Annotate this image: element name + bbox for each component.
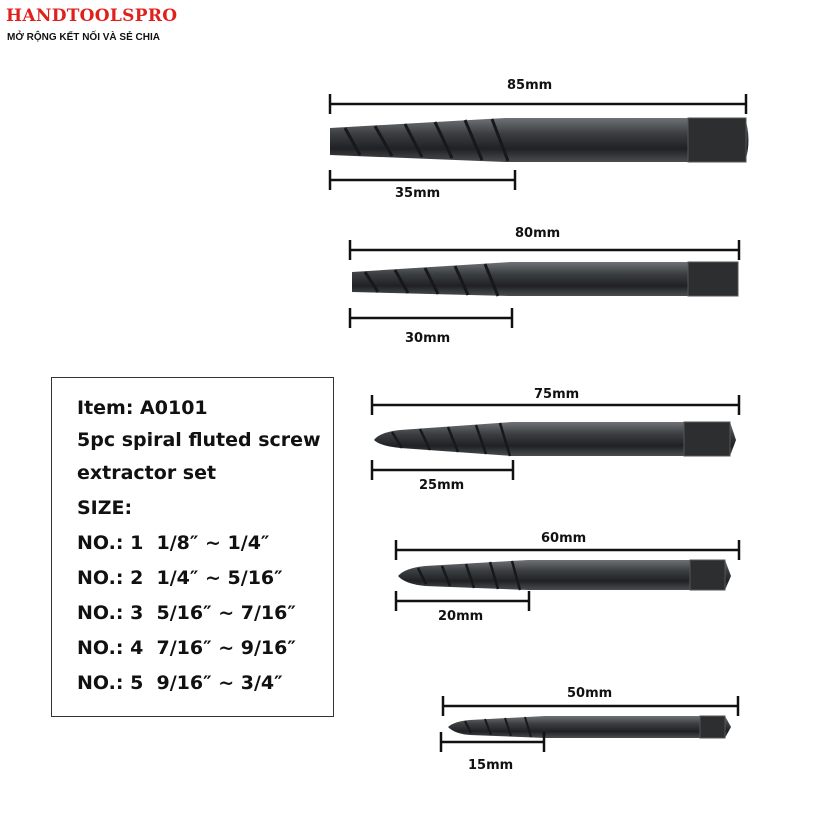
length-label-no4: 80mm (515, 226, 561, 241)
size-row-5: NO.: 5 9/16″ ~ 3/4″ (77, 672, 283, 694)
extractor-no3 (370, 395, 741, 480)
extractor-no1 (439, 696, 740, 752)
size-heading: SIZE: (77, 497, 133, 519)
description-line-2: extractor set (77, 462, 217, 484)
length-label-no3: 75mm (534, 387, 580, 402)
size-row-3: NO.: 3 5/16″ ~ 7/16″ (77, 602, 296, 624)
extractor-no5 (328, 94, 749, 190)
extractor-no2 (394, 540, 741, 611)
description-line-1: 5pc spiral fluted screw (77, 429, 321, 451)
flute-label-no3: 25mm (419, 478, 465, 493)
size-row-4: NO.: 4 7/16″ ~ 9/16″ (77, 637, 296, 659)
item-code: Item: A0101 (77, 397, 208, 419)
brand-logo: HANDTOOLSPRO (6, 6, 178, 26)
size-row-1: NO.: 1 1/8″ ~ 1/4″ (77, 532, 270, 554)
size-row-2: NO.: 2 1/4″ ~ 5/16″ (77, 567, 283, 589)
flute-label-no4: 30mm (405, 331, 451, 346)
spec-box: Item: A0101 5pc spiral fluted screw extr… (51, 377, 334, 717)
length-label-no1: 50mm (567, 686, 613, 701)
brand-tagline: MỞ RỘNG KẾT NỐI VÀ SẺ CHIA (7, 32, 160, 43)
extractor-no4 (348, 240, 741, 328)
length-label-no5: 85mm (507, 78, 553, 93)
flute-label-no2: 20mm (438, 609, 484, 624)
flute-label-no1: 15mm (468, 758, 514, 773)
length-label-no2: 60mm (541, 531, 587, 546)
flute-label-no5: 35mm (395, 186, 441, 201)
